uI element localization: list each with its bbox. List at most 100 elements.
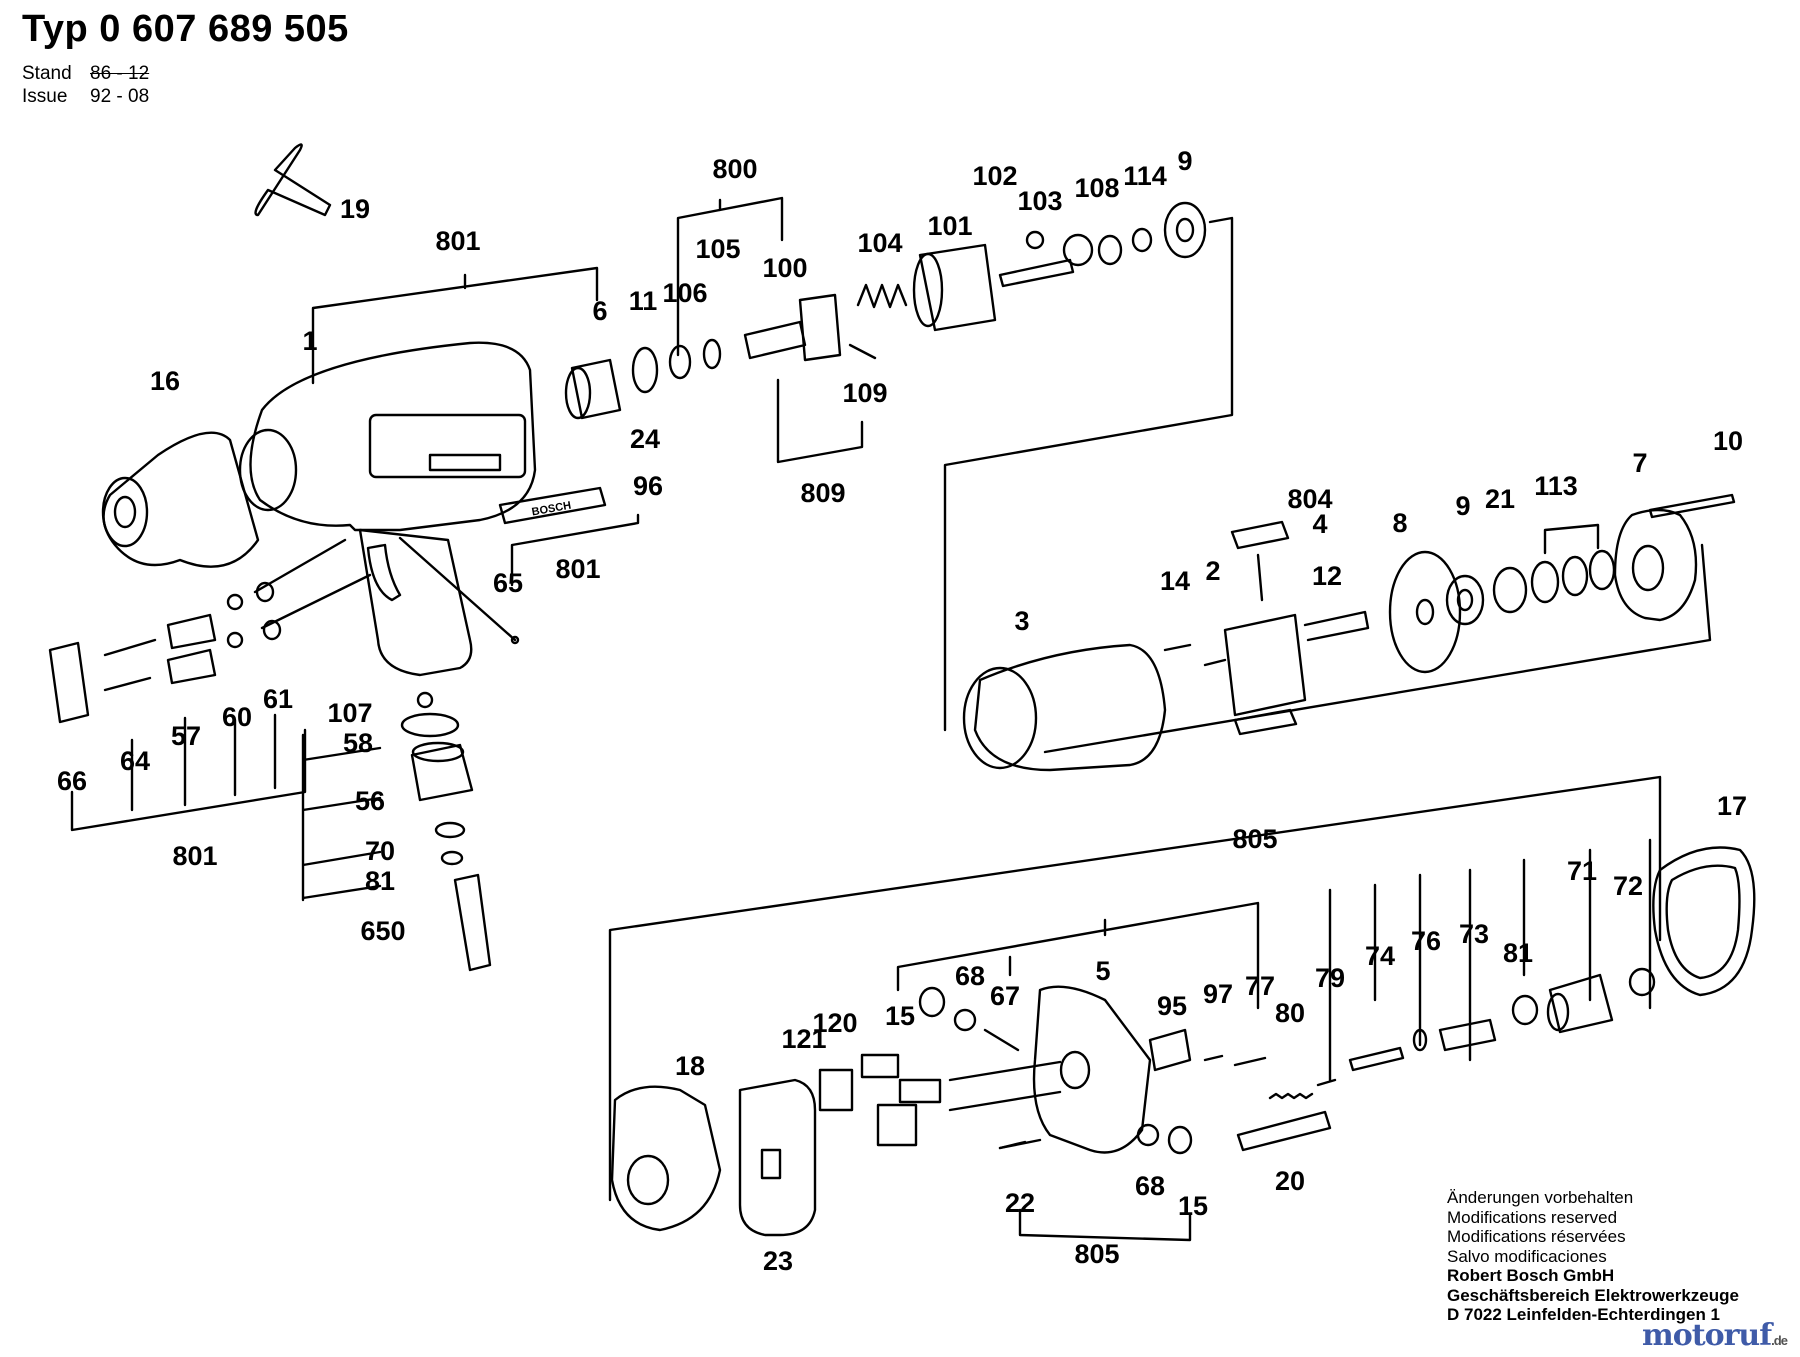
part-number-callout: 56 [355,786,385,816]
part-number-callout: 17 [1717,791,1747,821]
anvil-part [743,293,842,362]
watermark-text: motoruf [1642,1318,1772,1353]
ring-part [1588,549,1616,591]
valve-face [1546,992,1570,1032]
part-number-callout: 66 [57,766,87,796]
part-number-callout: 21 [1485,484,1515,514]
company-line: Geschäftsbereich Elektrowerkzeuge [1447,1285,1739,1305]
group-bracket [943,216,1234,732]
group-bracket [510,513,640,587]
group-bracket [1043,543,1712,754]
cover-bore [1059,1050,1091,1090]
group-bracket [776,378,864,464]
part-number-callout: 95 [1157,991,1187,1021]
part-number-callout: 15 [1178,1191,1208,1221]
part-number-callout: 24 [630,424,660,454]
part-number-callout: 96 [633,471,663,501]
group-bracket [676,196,784,357]
sleeve-part [1438,1018,1497,1052]
part-number-callout: 58 [343,728,373,758]
ring-part [1511,994,1539,1026]
notice-block: Änderungen vorbehalten Modifications res… [1447,1188,1739,1325]
part-number-callout: 81 [365,866,395,896]
ring-part [1412,1028,1428,1052]
part-number-callout: 76 [1411,926,1441,956]
part-number-callout: 804 [1287,484,1332,514]
drawing-type-title: Typ 0 607 689 505 [22,8,349,50]
part-number-callout: 68 [1135,1171,1165,1201]
part-number-callout: 19 [340,194,370,224]
part-number-callout: 15 [885,1001,915,1031]
ball-part [226,593,244,611]
flange-part [610,1085,722,1232]
part-number-callout: 4 [1312,509,1327,539]
ball-part [416,691,434,709]
inlet-bushing-part [410,743,474,802]
ball-part [953,1008,977,1032]
part-number-callout: 650 [360,916,405,946]
part-number-callout: 121 [781,1024,826,1054]
bearing-inner [1175,217,1195,243]
washer-part [440,850,464,866]
part-number-callout: 5 [1095,956,1110,986]
bearing-part [1163,201,1207,259]
part-number-callout: 67 [990,981,1020,1011]
gasket-ring-part [1652,846,1756,997]
sleeve-end [564,366,592,420]
group-bracket [896,901,1260,1010]
sleeve-part [570,358,622,420]
notice-line: Salvo modificaciones [1447,1246,1607,1266]
part-number-callout: 74 [1365,941,1395,971]
part-number-callout: 71 [1567,856,1597,886]
handle-grip [358,528,473,677]
part-number-callout: 57 [171,721,201,751]
company-line: Robert Bosch GmbH [1447,1266,1615,1285]
screen-part [434,821,466,839]
block-part [898,1078,942,1104]
pin-part [848,343,877,360]
leader-line [1328,838,1652,1082]
end-cap-part [1613,508,1698,622]
part-number-callout: 3 [1014,606,1029,636]
pin-part [983,1028,1020,1052]
snap-ring-part [702,338,722,370]
bearing-seat-part [1062,233,1094,267]
shaft-part [998,258,1075,288]
group-bracket [311,266,599,385]
end-cap-bore [1631,544,1665,592]
part-number-callout: 22 [1005,1188,1035,1218]
pin-part [1203,1054,1224,1062]
part-number-callout: 65 [493,568,523,598]
watermark: motoruf.de [1642,1318,1788,1353]
end-plate-part [1388,550,1462,674]
block-part [818,1068,854,1112]
housing-front-bore [238,428,298,512]
ball-part [226,631,244,649]
watermark-suffix: .de [1771,1333,1788,1348]
flange-boss [626,1154,670,1206]
part-number-callout: 100 [762,253,807,283]
part-number-callout: 105 [695,234,740,264]
spring-part [856,283,908,309]
part-number-callout: 805 [1074,1239,1119,1269]
part-number-callout: 101 [927,211,972,241]
part-number-callout: 81 [1503,938,1533,968]
leader-line [253,538,372,630]
pin-part [1163,643,1192,652]
part-number-callout: 102 [972,161,1017,191]
notice-line: Modifications réservées [1447,1227,1626,1246]
part-number-callout: 1 [302,326,317,356]
housing-label-slot [428,453,502,472]
part-number-callout: 106 [662,278,707,308]
housing-label-plate [368,413,527,479]
part-number-callout: 2 [1205,556,1220,586]
valve-button-part [48,641,90,724]
part-number-callout: 77 [1245,971,1275,1001]
pin-part [103,638,157,692]
part-number-callout: 64 [120,746,150,776]
company-line: D 7022 Leinfelden-Echterdingen 1 [1447,1305,1721,1324]
part-number-callout: 20 [1275,1166,1305,1196]
ring-part [668,344,692,380]
